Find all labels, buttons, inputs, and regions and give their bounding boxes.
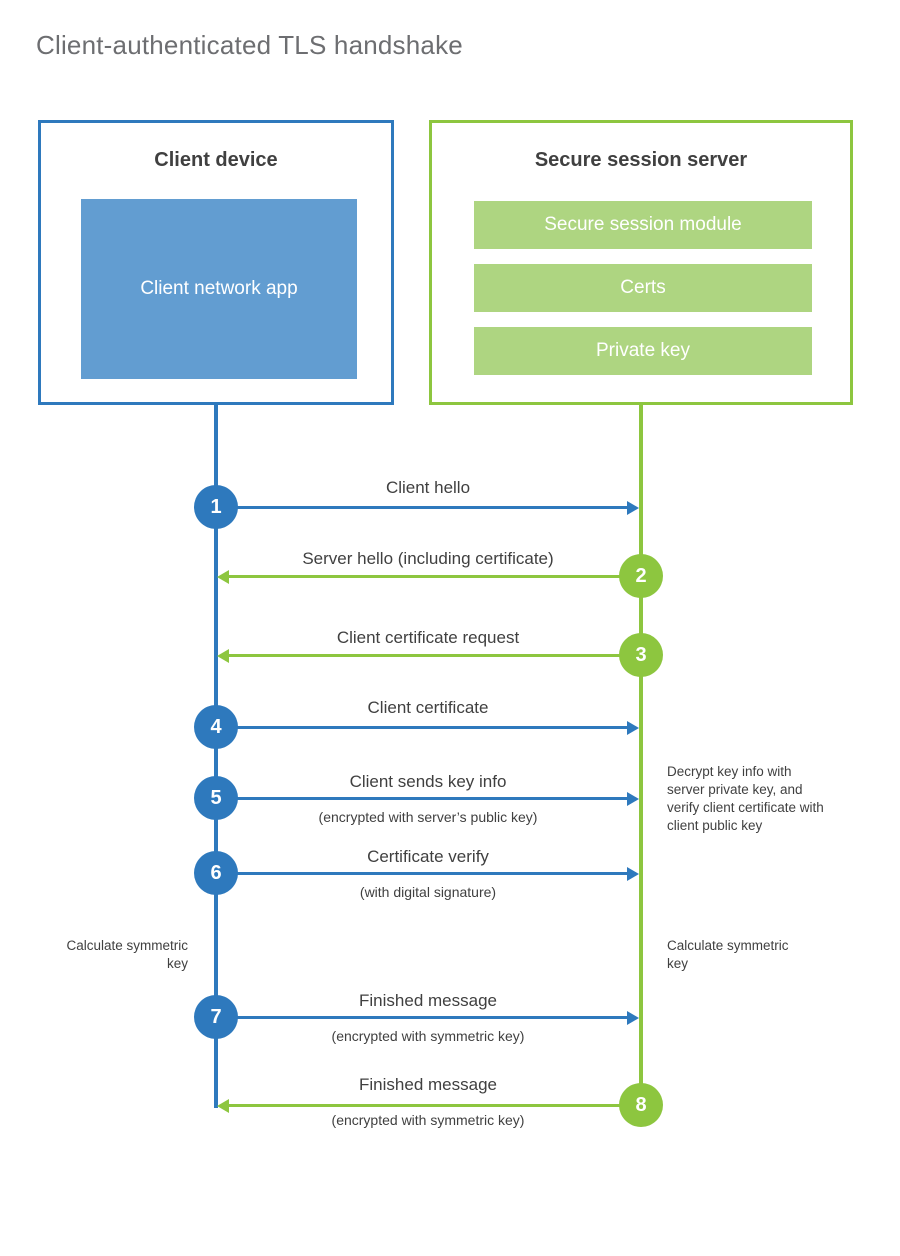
step-4-arrow xyxy=(216,720,639,735)
arrow-head-right-icon xyxy=(627,1010,639,1025)
step-1-arrow xyxy=(216,500,639,515)
arrow-head-right-icon xyxy=(627,500,639,515)
client-calculate-symmetric-key-annotation: Calculate symmetric key xyxy=(66,938,188,971)
step-marker-8[interactable]: 8 xyxy=(619,1083,663,1127)
step-8-sublabel: (encrypted with symmetric key) xyxy=(331,1112,525,1128)
client-device-box: Client device Client network app xyxy=(38,120,394,405)
client-network-app-label: Client network app xyxy=(140,278,298,299)
arrow-head-right-icon xyxy=(627,866,639,881)
secure-session-server-box: Secure session server Secure session mod… xyxy=(429,120,853,405)
step-marker-6[interactable]: 6 xyxy=(194,851,238,895)
step-3-label: Client certificate request xyxy=(336,628,520,647)
step-7-arrow xyxy=(216,1010,639,1025)
server-component-label: Certs xyxy=(620,277,666,298)
step-5-arrow xyxy=(216,791,639,806)
server-component-certs: Certs xyxy=(474,264,812,312)
step-3-arrow xyxy=(217,648,628,663)
client-lifeline xyxy=(214,405,218,1108)
step-marker-5[interactable]: 5 xyxy=(194,776,238,820)
arrow-head-left-icon xyxy=(217,648,229,663)
page-title: Client-authenticated TLS handshake xyxy=(36,30,463,60)
step-marker-2[interactable]: 2 xyxy=(619,554,663,598)
step-marker-4[interactable]: 4 xyxy=(194,705,238,749)
step-8-arrow xyxy=(217,1098,628,1113)
server-component-private-key: Private key xyxy=(474,327,812,375)
server-calculate-symmetric-key-annotation: Calculate symmetric key xyxy=(667,938,789,971)
client-network-app-block: Client network app xyxy=(81,199,357,379)
step-marker-3[interactable]: 3 xyxy=(619,633,663,677)
arrow-head-right-icon xyxy=(627,720,639,735)
server-decrypt-annotation: Decrypt key info with server private key… xyxy=(667,764,824,833)
step-8-label: Finished message xyxy=(359,1075,497,1094)
server-component-label: Secure session module xyxy=(544,214,742,235)
server-component-secure-session-module: Secure session module xyxy=(474,201,812,249)
arrow-head-right-icon xyxy=(627,791,639,806)
arrow-head-left-icon xyxy=(217,1098,229,1113)
server-component-label: Private key xyxy=(596,340,690,361)
client-device-title: Client device xyxy=(154,149,278,171)
step-1-label: Client hello xyxy=(385,478,471,497)
arrow-head-left-icon xyxy=(217,569,229,584)
step-6-arrow xyxy=(216,866,639,881)
secure-session-server-title: Secure session server xyxy=(534,149,748,171)
step-6-label: Certificate verify xyxy=(367,847,489,866)
step-2-arrow xyxy=(217,569,628,584)
step-4-label: Client certificate xyxy=(367,698,489,717)
step-marker-1[interactable]: 1 xyxy=(194,485,238,529)
step-7-sublabel: (encrypted with symmetric key) xyxy=(331,1028,525,1044)
server-lifeline xyxy=(639,405,643,1107)
step-5-label: Client sends key info xyxy=(349,772,507,791)
step-2-label: Server hello (including certificate) xyxy=(302,549,554,568)
step-7-label: Finished message xyxy=(359,991,497,1010)
step-6-sublabel: (with digital signature) xyxy=(359,884,497,900)
step-5-sublabel: (encrypted with server’s public key) xyxy=(318,809,538,825)
step-marker-7[interactable]: 7 xyxy=(194,995,238,1039)
